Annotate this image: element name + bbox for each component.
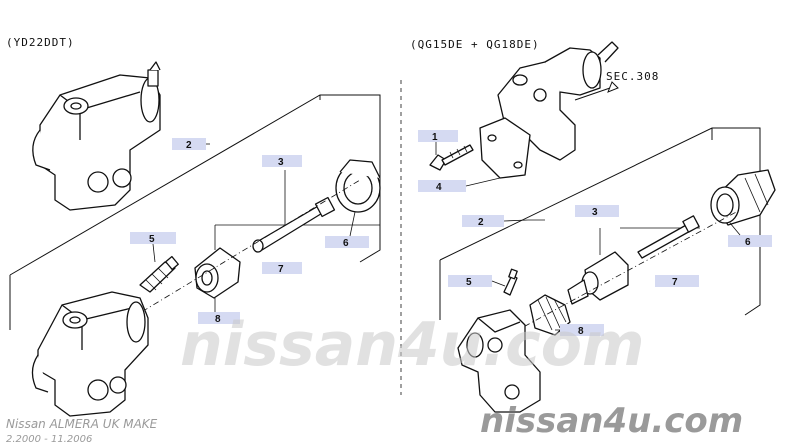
footer-brand: nissan4u.com xyxy=(480,401,743,441)
left-pushrod xyxy=(252,196,336,253)
svg-text:2: 2 xyxy=(186,140,192,151)
watermark: nissan4u.com xyxy=(180,310,644,380)
callout-right-4[interactable]: 4 xyxy=(418,177,501,193)
svg-text:7: 7 xyxy=(278,264,284,275)
left-slave-cylinder xyxy=(31,291,149,417)
callout-left-3[interactable]: 3 xyxy=(262,155,302,168)
callout-right-7[interactable]: 7 xyxy=(655,275,699,288)
callout-left-6[interactable]: 6 xyxy=(325,211,369,249)
callout-right-5[interactable]: 5 xyxy=(448,275,506,288)
svg-text:5: 5 xyxy=(149,234,155,245)
right-piston xyxy=(567,251,629,305)
right-bolt xyxy=(429,144,474,171)
right-bracket-box xyxy=(439,127,761,320)
svg-text:7: 7 xyxy=(672,277,678,288)
callout-right-3[interactable]: 3 xyxy=(575,205,619,218)
svg-text:2: 2 xyxy=(478,217,484,228)
svg-text:6: 6 xyxy=(745,237,751,248)
svg-text:8: 8 xyxy=(215,314,221,325)
footer-dates: 2.2000 - 11.2006 xyxy=(6,434,92,445)
left-bleeder-screw xyxy=(139,255,179,293)
right-assembly: SEC.308 xyxy=(429,41,776,413)
callout-right-8[interactable]: 8 xyxy=(555,324,604,337)
svg-text:1: 1 xyxy=(432,132,438,143)
callout-right-1[interactable]: 1 xyxy=(418,130,458,155)
svg-text:8: 8 xyxy=(578,326,584,337)
right-slave-cylinder xyxy=(457,309,541,413)
variant-label-left: (YD22DDT) xyxy=(6,36,75,49)
callout-left-7[interactable]: 7 xyxy=(262,262,302,275)
svg-text:4: 4 xyxy=(436,182,442,193)
variant-label-right: (QG15DE + QG18DE) xyxy=(410,38,540,51)
right-mounting-plate xyxy=(479,117,531,179)
callout-left-5[interactable]: 5 xyxy=(130,232,176,263)
footer-title: Nissan ALMERA UK MAKE xyxy=(6,417,158,431)
left-top-cylinder xyxy=(32,61,161,211)
left-assembly xyxy=(9,61,381,417)
right-callouts: 1 2 3 4 5 6 7 xyxy=(418,130,772,337)
right-top-cylinder xyxy=(497,41,619,161)
right-dust-boot xyxy=(710,169,776,226)
left-callouts: 2 3 5 6 7 8 xyxy=(130,138,369,325)
svg-text:3: 3 xyxy=(278,157,284,168)
callout-right-2[interactable]: 2 xyxy=(462,215,529,228)
right-pushrod xyxy=(637,215,700,259)
callout-left-2[interactable]: 2 xyxy=(172,138,210,151)
callout-right-6[interactable]: 6 xyxy=(728,222,772,248)
section-ref-label: SEC.308 xyxy=(606,70,659,83)
svg-text:3: 3 xyxy=(592,207,598,218)
svg-text:6: 6 xyxy=(343,238,349,249)
right-bleeder-screw xyxy=(503,268,518,296)
callout-left-8[interactable]: 8 xyxy=(198,298,240,325)
left-bracket-box xyxy=(9,94,381,330)
left-piston xyxy=(194,247,241,299)
svg-text:5: 5 xyxy=(466,277,472,288)
left-dust-boot xyxy=(335,159,381,213)
